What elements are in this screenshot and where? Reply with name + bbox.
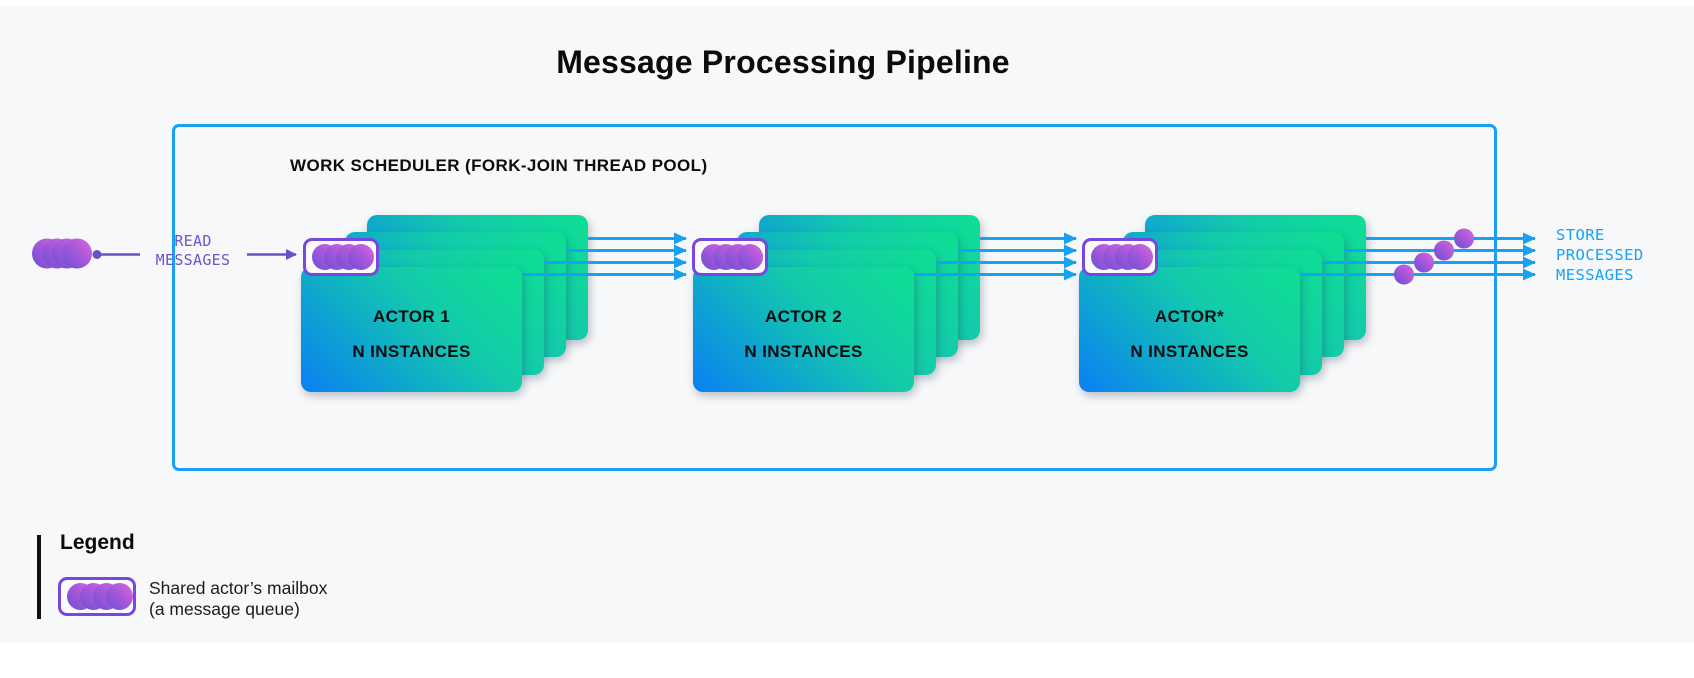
legend-mailbox-icon — [58, 577, 136, 616]
actor-group-1: ACTOR 1 N INSTANCES — [301, 215, 589, 393]
actor-instances-label: N INSTANCES — [1130, 342, 1249, 361]
actor-front-card: ACTOR 2 N INSTANCES — [693, 267, 914, 392]
actor-front-card: ACTOR* N INSTANCES — [1079, 267, 1300, 392]
actor-name: ACTOR 1 — [372, 307, 451, 326]
actor-name: ACTOR 2 — [764, 307, 843, 326]
legend-title: Legend — [60, 531, 135, 554]
mailbox-dot-icon — [348, 244, 374, 270]
diagram-title: Message Processing Pipeline — [556, 44, 1010, 80]
actor-instances-label: N INSTANCES — [352, 342, 471, 361]
actor2-mailbox-icon — [692, 238, 768, 276]
read-messages-label: READ MESSAGES — [155, 232, 231, 269]
actor3-mailbox-icon — [1082, 238, 1158, 276]
actor-front-card: ACTOR 1 N INSTANCES — [301, 267, 522, 392]
legend-divider-bar — [37, 535, 41, 619]
mailbox-dot-icon — [1127, 244, 1153, 270]
mailbox-dot-icon — [106, 583, 133, 610]
mailbox-dot-icon — [737, 244, 763, 270]
actor1-mailbox-icon — [303, 238, 379, 276]
actor-name: ACTOR* — [1154, 307, 1225, 326]
legend-mailbox-description: Shared actor’s mailbox (a message queue) — [149, 578, 328, 619]
actor-instances-label: N INSTANCES — [744, 342, 863, 361]
store-processed-messages-label: STORE PROCESSED MESSAGES — [1556, 226, 1644, 284]
work-scheduler-box — [172, 124, 1497, 471]
actor-group-2: ACTOR 2 N INSTANCES — [693, 215, 981, 393]
work-scheduler-label: WORK SCHEDULER (FORK-JOIN THREAD POOL) — [290, 156, 708, 175]
